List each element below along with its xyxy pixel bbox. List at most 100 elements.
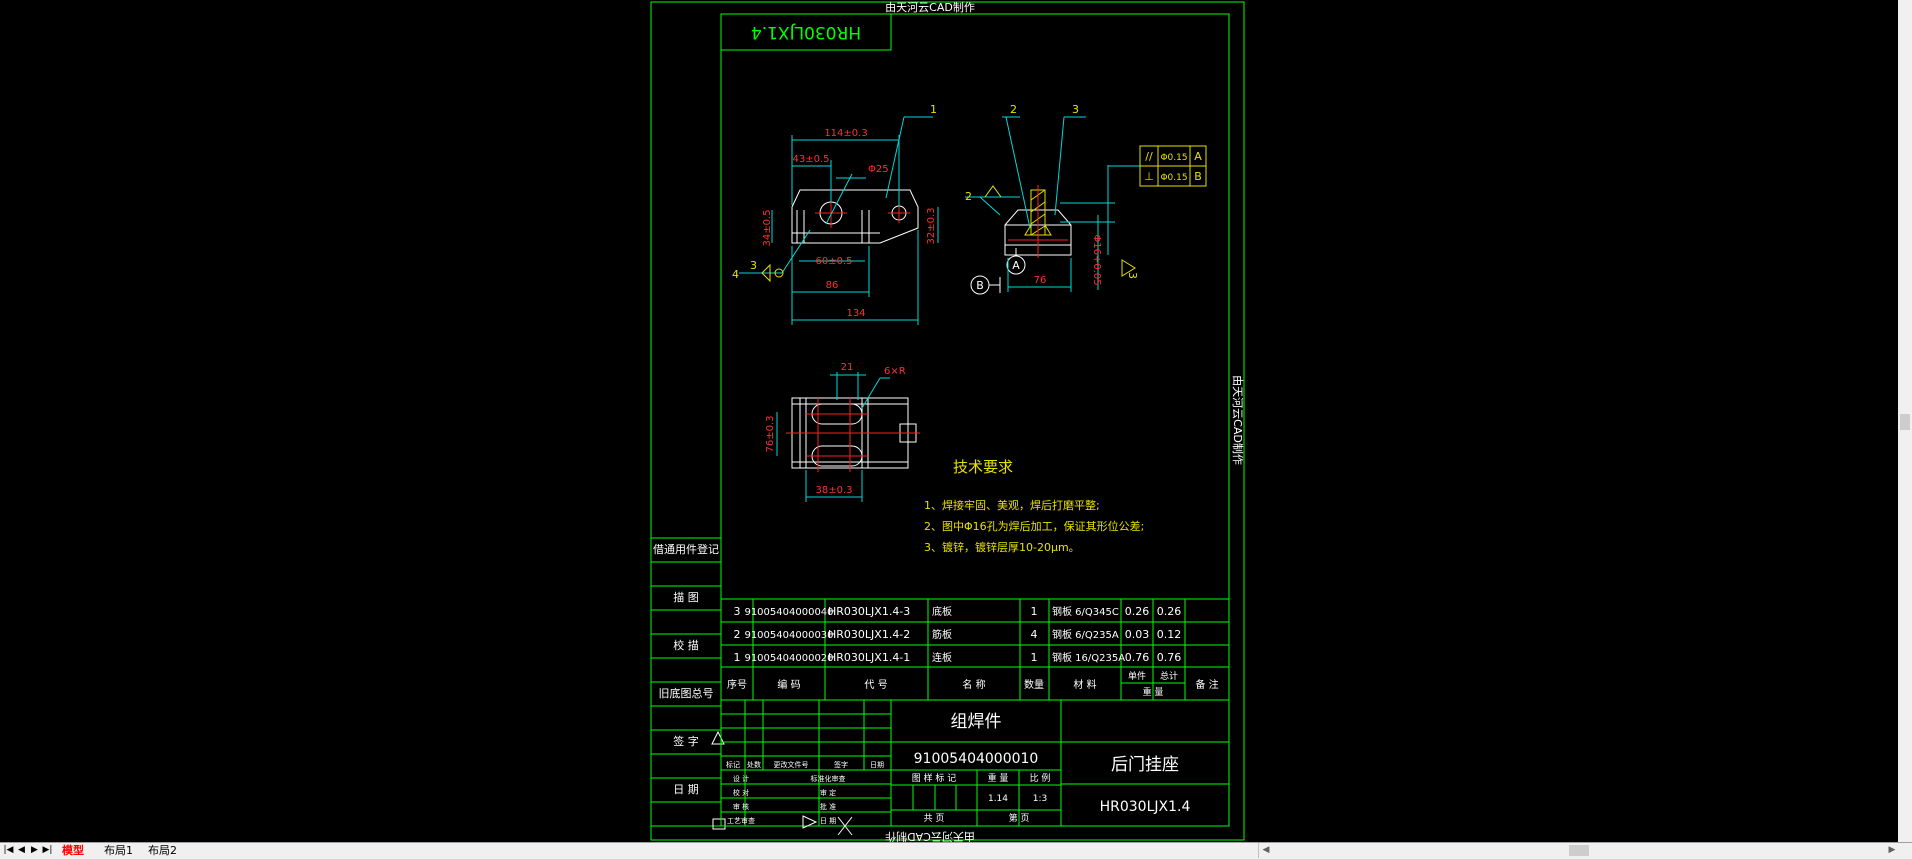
svg-text:1: 1 (734, 651, 741, 664)
tech-req-line-3: 3、镀锌，镀锌层厚10-20μm。 (924, 540, 1080, 554)
svg-text:HR030LJX1.4-2: HR030LJX1.4-2 (828, 628, 910, 641)
sheet-inner-border (720, 13, 1230, 827)
svg-text:总计: 总计 (1160, 670, 1178, 682)
front-view[interactable]: 114±0.3 43±0.5 Φ25 34±0.5 32±0.3 60±0.5 … (732, 103, 939, 325)
svg-text:A: A (1194, 150, 1202, 163)
next-tab-icon[interactable]: ▶ (31, 845, 38, 855)
title-code: 91005404000010 (914, 751, 1039, 767)
svg-text:A: A (1012, 259, 1020, 272)
svg-text:序号: 序号 (727, 678, 747, 691)
tech-req-line-1: 1、焊接牢固、美观，焊后打磨平整; (924, 498, 1100, 512)
svg-text:38±0.3: 38±0.3 (815, 485, 852, 496)
tab-layout2[interactable]: 布局2 (148, 844, 177, 857)
svg-text:备 注: 备 注 (1195, 678, 1218, 691)
scroll-right-icon[interactable]: ▶ (1888, 845, 1896, 855)
svg-text:B: B (976, 279, 984, 292)
horizontal-scroll-thumb[interactable] (1569, 845, 1589, 856)
svg-text:Φ0.15: Φ0.15 (1160, 153, 1187, 163)
svg-text:91005404000020: 91005404000020 (744, 653, 833, 664)
svg-text:日期: 日期 (870, 761, 884, 769)
bom-row-2: 2 91005404000030 HR030LJX1.4-2 筋板 4 钢板 6… (734, 628, 1182, 641)
svg-text:Φ0.15: Φ0.15 (1160, 173, 1187, 183)
svg-text:代 号: 代 号 (864, 679, 887, 691)
svg-text:审 核: 审 核 (733, 802, 749, 811)
title-name: 后门挂座 (1111, 755, 1179, 775)
svg-text:⊥: ⊥ (1144, 170, 1154, 183)
svg-text:4: 4 (732, 268, 739, 281)
side-view[interactable]: A B 76 Φ16+0.05 2 3 2 3 (965, 103, 1207, 295)
label-old-drawing-no: 旧底图总号 (659, 686, 714, 700)
svg-text:更改文件号: 更改文件号 (774, 760, 809, 769)
vertical-scrollbar[interactable] (1898, 0, 1912, 842)
svg-text:91005404000030: 91005404000030 (744, 630, 833, 641)
svg-text:设 计: 设 计 (733, 774, 749, 783)
first-tab-icon[interactable]: |◀ (3, 845, 14, 855)
prev-tab-icon[interactable]: ◀ (18, 845, 25, 855)
watermark-bottom: 由天河云CAD制作 (885, 830, 975, 842)
svg-text:1: 1 (930, 103, 937, 116)
horizontal-scrollbar[interactable]: ◀ ▶ (1258, 843, 1912, 858)
svg-text:HR030LJX1.4-3: HR030LJX1.4-3 (828, 605, 910, 618)
svg-text:3: 3 (750, 259, 757, 272)
vertical-scroll-thumb[interactable] (1900, 414, 1910, 430)
label-tracing: 描 图 (673, 590, 699, 604)
svg-text:审 定: 审 定 (820, 788, 836, 797)
svg-text:0.76: 0.76 (1125, 651, 1150, 664)
layout-tab-bar: |◀ ◀ ▶ ▶| 模型 布局1 布局2 ◀ ▶ (0, 842, 1912, 859)
svg-text:34±0.5: 34±0.5 (762, 209, 773, 246)
title-drawing-no: HR030LJX1.4 (1100, 799, 1191, 815)
tech-req-title: 技术要求 (953, 458, 1013, 476)
svg-text:0.12: 0.12 (1157, 628, 1182, 641)
svg-text:标记: 标记 (726, 760, 740, 769)
watermark-top: 由天河云CAD制作 (885, 0, 975, 14)
svg-text:日 期: 日 期 (820, 817, 836, 825)
svg-text:底板: 底板 (932, 605, 952, 618)
svg-text:工艺审查: 工艺审查 (727, 816, 755, 825)
svg-text:76±0.3: 76±0.3 (765, 415, 776, 452)
label-signature: 签 字 (673, 734, 699, 748)
svg-text:1.14: 1.14 (988, 794, 1008, 804)
svg-text:HR030LJX1.4-1: HR030LJX1.4-1 (828, 651, 910, 664)
svg-text:0.26: 0.26 (1125, 605, 1150, 618)
svg-text:1: 1 (1031, 651, 1038, 664)
svg-text:重 量: 重 量 (1143, 686, 1164, 698)
svg-text:60±0.5: 60±0.5 (815, 256, 852, 267)
svg-text:钢板 6/Q345C: 钢板 6/Q345C (1052, 605, 1119, 618)
svg-text:0.76: 0.76 (1157, 651, 1182, 664)
svg-text:数量: 数量 (1024, 678, 1044, 691)
svg-text:第 页: 第 页 (1009, 812, 1030, 824)
technical-requirements: 技术要求 1、焊接牢固、美观，焊后打磨平整; 2、图中Φ16孔为焊后加工，保证其… (924, 458, 1144, 554)
svg-text:2: 2 (965, 190, 972, 203)
label-date: 日 期 (673, 783, 699, 796)
svg-text:编 码: 编 码 (777, 678, 800, 691)
tab-layout1[interactable]: 布局1 (104, 844, 133, 857)
svg-text:钢板 16/Q235A: 钢板 16/Q235A (1052, 651, 1125, 664)
label-check-tracing: 校 描 (673, 638, 699, 652)
svg-text:Φ25: Φ25 (868, 164, 889, 175)
last-tab-icon[interactable]: ▶| (42, 845, 53, 855)
svg-text:0.03: 0.03 (1125, 628, 1150, 641)
scroll-left-icon[interactable]: ◀ (1262, 845, 1270, 855)
svg-text:32±0.3: 32±0.3 (926, 207, 937, 244)
bom-row-3: 3 91005404000040 HR030LJX1.4-3 底板 1 钢板 6… (734, 605, 1182, 618)
svg-text:0.26: 0.26 (1157, 605, 1182, 618)
svg-text:4: 4 (1031, 628, 1038, 641)
svg-text://: // (1145, 150, 1153, 163)
sheet-outer-border (650, 1, 1245, 841)
top-view[interactable]: 21 6×R 76±0.3 38±0.3 (765, 362, 920, 502)
watermark-right: 由天河云CAD制作 (1231, 375, 1245, 465)
tab-model[interactable]: 模型 (62, 844, 84, 857)
svg-text:校 对: 校 对 (733, 788, 749, 797)
svg-text:标准化审查: 标准化审查 (811, 774, 846, 783)
bom-header: 序号 编 码 代 号 名 称 数量 材 料 单件 总计 重 量 备 注 (727, 670, 1219, 698)
svg-text:3: 3 (1126, 272, 1139, 279)
svg-text:3: 3 (1072, 103, 1079, 116)
svg-text:114±0.3: 114±0.3 (824, 128, 867, 139)
svg-text:91005404000040: 91005404000040 (744, 607, 833, 618)
svg-text:2: 2 (1010, 103, 1017, 116)
left-label-column: 借通用件登记 描 图 校 描 旧底图总号 签 字 日 期 (651, 537, 726, 830)
bom-table: 3 91005404000040 HR030LJX1.4-3 底板 1 钢板 6… (721, 598, 1229, 701)
svg-text:21: 21 (841, 362, 854, 373)
svg-text:比 例: 比 例 (1030, 772, 1051, 784)
